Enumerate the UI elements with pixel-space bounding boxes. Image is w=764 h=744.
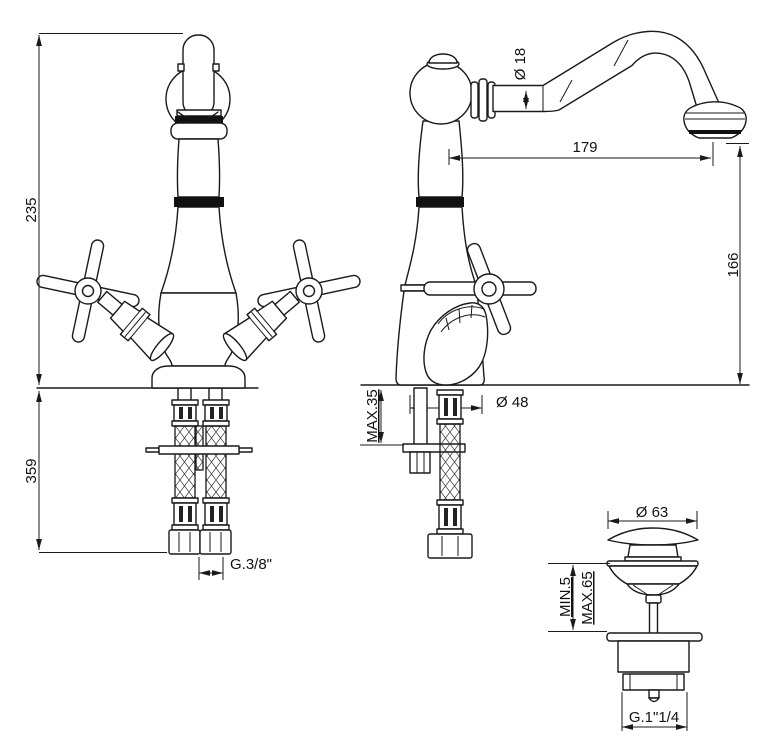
front-base [151, 365, 246, 389]
right-valve-body [222, 290, 300, 362]
drain-thread [622, 673, 685, 691]
front-view: 235 359 G.3/8" [23, 33, 361, 580]
side-hose-nut [427, 533, 473, 559]
left-valve-body [97, 290, 175, 362]
side-trim-band [416, 197, 464, 207]
spout-end-view [182, 34, 215, 118]
front-dimensions: 235 359 G.3/8" [23, 33, 272, 580]
front-trim-band [174, 197, 224, 207]
drain-body [606, 527, 703, 703]
front-supply-hoses [145, 387, 253, 555]
dim-outlet-height-166: 166 [725, 252, 742, 277]
dim-clamp-max-65: MAX.65 [579, 571, 596, 624]
dim-spout-diameter-18: Ø 18 [512, 48, 529, 81]
drain-cap [607, 527, 699, 546]
side-cross-handle [423, 242, 537, 386]
side-valve-body [423, 302, 489, 386]
dim-base-diameter-48: Ø 48 [496, 394, 529, 411]
side-mounting [402, 387, 473, 559]
dim-cap-diameter-63: Ø 63 [636, 504, 669, 521]
drain-dimensions: Ø 63 MIN.5 MAX.65 G.1"1/4 [548, 504, 698, 731]
drain-flange [606, 632, 703, 642]
right-hose-nut [199, 529, 232, 555]
dim-reach-179: 179 [572, 139, 597, 156]
front-faucet-body [36, 34, 361, 389]
side-view: Ø 18 179 166 MAX.35 Ø 48 [360, 30, 750, 559]
dim-clamp-min-5: MIN.5 [557, 577, 574, 617]
dim-max-counter-35: MAX.35 [364, 389, 381, 442]
spout-profile [492, 30, 720, 113]
dim-under-counter-359: 359 [23, 458, 40, 483]
side-dimensions: Ø 18 179 166 MAX.35 Ø 48 [360, 48, 749, 446]
left-hose-nut [168, 529, 201, 555]
drain-view: Ø 63 MIN.5 MAX.65 G.1"1/4 [548, 504, 703, 731]
spout-ball-joint [409, 61, 473, 125]
dim-waste-thread-g114: G.1"1/4 [629, 709, 679, 726]
side-faucet-body [395, 30, 747, 386]
dim-supply-thread-g38: G.3/8" [230, 556, 272, 573]
dim-height-235: 235 [23, 197, 40, 222]
mounting-crossbar [158, 445, 240, 455]
mounting-plate [402, 443, 466, 453]
